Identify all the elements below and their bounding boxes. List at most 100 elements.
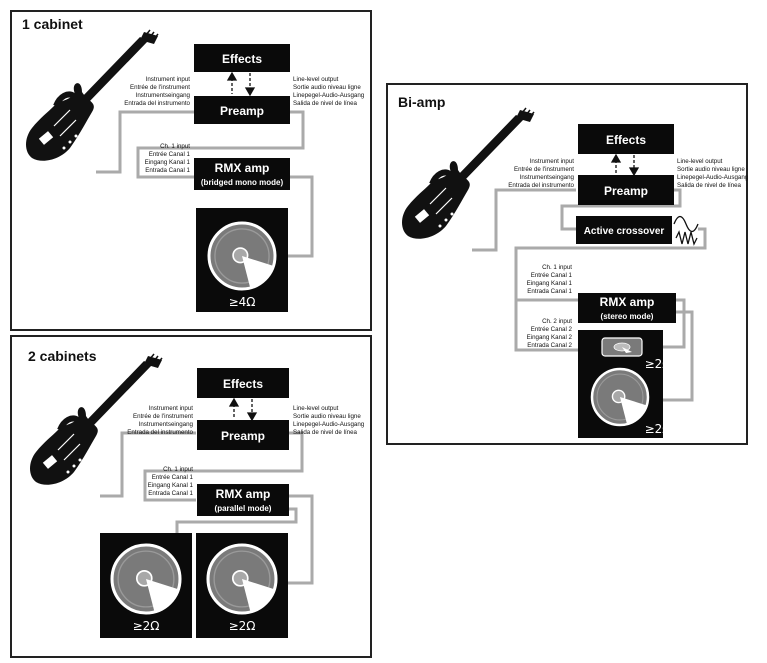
woofer-icon (112, 545, 180, 613)
impedance-label-left: ≥2Ω (133, 619, 160, 633)
svg-text:Eingang Kanal 1: Eingang Kanal 1 (527, 280, 573, 287)
panel-frame (10, 335, 372, 658)
svg-text:Entrée Canal 1: Entrée Canal 1 (152, 474, 194, 481)
woofer-icon (592, 369, 648, 425)
svg-text:Entrada Canal 1: Entrada Canal 1 (148, 490, 193, 497)
panel-frame (386, 83, 748, 445)
line-level-output-label: Line-level output Sortie audio niveau li… (677, 158, 749, 189)
amp-name: RMX amp (600, 295, 655, 309)
impedance-label-right: ≥2Ω (229, 619, 256, 633)
svg-text:Instrument input: Instrument input (149, 405, 194, 412)
svg-text:Ch. 1 input: Ch. 1 input (160, 143, 190, 150)
svg-text:Entrada del instrumento: Entrada del instrumento (124, 100, 190, 107)
svg-text:Line-level output: Line-level output (293, 405, 339, 412)
svg-text:Line-level output: Line-level output (293, 76, 339, 83)
svg-text:Sortie audio niveau ligne: Sortie audio niveau ligne (293, 413, 361, 420)
preamp-label: Preamp (604, 184, 648, 198)
crossover-label: Active crossover (584, 226, 665, 237)
svg-text:Entrada del instrumento: Entrada del instrumento (508, 182, 574, 189)
svg-text:Entrada Canal 2: Entrada Canal 2 (527, 342, 572, 349)
ch1-input-label: Ch. 1 input Entrée Canal 1 Eingang Kanal… (527, 264, 573, 295)
svg-text:Entrada Canal 1: Entrada Canal 1 (527, 288, 572, 295)
svg-text:Eingang Kanal 2: Eingang Kanal 2 (527, 334, 573, 341)
effects-box (197, 368, 289, 398)
svg-text:Instrumentseingang: Instrumentseingang (139, 421, 194, 428)
woofer-icon (209, 223, 275, 289)
effects-loop-arrows (228, 397, 258, 422)
svg-text:Linepegel-Audio-Ausgang: Linepegel-Audio-Ausgang (293, 92, 365, 99)
svg-text:Eingang Kanal 1: Eingang Kanal 1 (148, 482, 194, 489)
svg-text:Salida de nivel de línea: Salida de nivel de línea (293, 100, 358, 107)
instrument-input-label: Instrument input Entrée de l'instrument … (127, 405, 193, 436)
effects-loop-arrows (610, 153, 640, 177)
panel-title: Bi-amp (398, 94, 445, 110)
svg-text:Entrada Canal 1: Entrada Canal 1 (145, 167, 190, 174)
svg-text:Entrée Canal 2: Entrée Canal 2 (531, 326, 573, 333)
effects-loop-arrows (226, 71, 256, 97)
impedance-label-top: ≥2Ω (645, 357, 672, 371)
panel-bi-amp: Bi-amp Effects Preamp Instrument input E… (386, 83, 749, 445)
svg-text:Line-level output: Line-level output (677, 158, 723, 165)
svg-text:Entrée Canal 1: Entrée Canal 1 (149, 151, 191, 158)
rmx-amp-box (578, 293, 676, 323)
svg-text:Entrée de l'instrument: Entrée de l'instrument (130, 84, 190, 91)
preamp-box (197, 420, 289, 450)
effects-label: Effects (223, 377, 263, 391)
crossover-waveform-icon (673, 215, 699, 246)
cables (96, 110, 314, 258)
cables (100, 431, 314, 585)
rmx-amp-box (194, 158, 290, 190)
rmx-amp-box (197, 484, 289, 516)
preamp-box (194, 96, 290, 124)
amp-name: RMX amp (215, 161, 270, 175)
effects-box (194, 44, 290, 72)
preamp-box (578, 175, 674, 205)
svg-text:Entrée de l'instrument: Entrée de l'instrument (514, 166, 574, 173)
svg-text:Ch. 1 input: Ch. 1 input (542, 264, 572, 271)
woofer-icon (208, 545, 276, 613)
instrument-input-label: Instrument input Entrée de l'instrument … (124, 76, 190, 107)
active-crossover-box (576, 216, 672, 244)
cables (472, 188, 707, 402)
panel-title: 1 cabinet (22, 16, 83, 32)
svg-text:Eingang Kanal 1: Eingang Kanal 1 (145, 159, 191, 166)
preamp-label: Preamp (221, 429, 265, 443)
svg-text:Instrument input: Instrument input (146, 76, 191, 83)
line-level-output-label: Line-level output Sortie audio niveau li… (293, 405, 365, 436)
svg-text:Ch. 2 input: Ch. 2 input (542, 318, 572, 325)
svg-text:Sortie audio niveau ligne: Sortie audio niveau ligne (293, 84, 361, 91)
line-level-output-label: Line-level output Sortie audio niveau li… (293, 76, 365, 107)
amp-mode: (parallel mode) (215, 504, 272, 513)
panel-title: 2 cabinets (28, 348, 97, 364)
svg-text:Entrée Canal 1: Entrée Canal 1 (531, 272, 573, 279)
svg-text:Instrument input: Instrument input (530, 158, 575, 165)
svg-text:Instrumentseingang: Instrumentseingang (136, 92, 191, 99)
panel-frame (10, 10, 372, 331)
svg-text:Entrada del instrumento: Entrada del instrumento (127, 429, 193, 436)
panel-one-cabinet: 1 cabinet Effects Preamp Instrument inpu… (10, 10, 372, 331)
ch2-input-label: Ch. 2 input Entrée Canal 2 Eingang Kanal… (527, 318, 573, 349)
effects-label: Effects (222, 52, 262, 66)
svg-text:Sortie audio niveau ligne: Sortie audio niveau ligne (677, 166, 745, 173)
impedance-label-bottom: ≥2Ω (645, 422, 672, 436)
svg-text:Linepegel-Audio-Ausgang: Linepegel-Audio-Ausgang (293, 421, 365, 428)
amp-mode: (stereo mode) (601, 312, 654, 321)
bass-guitar-icon (402, 108, 534, 239)
svg-text:Ch. 1 input: Ch. 1 input (163, 466, 193, 473)
panel-two-cabinets: 2 cabinets Effects Preamp Instrument inp… (10, 335, 372, 658)
svg-text:Instrumentseingang: Instrumentseingang (520, 174, 575, 181)
svg-text:Entrée de l'instrument: Entrée de l'instrument (133, 413, 193, 420)
svg-text:Salida de nivel de línea: Salida de nivel de línea (293, 429, 358, 436)
ch1-input-label: Ch. 1 input Entrée Canal 1 Eingang Kanal… (145, 143, 191, 174)
preamp-label: Preamp (220, 104, 264, 118)
effects-label: Effects (606, 133, 646, 147)
ch1-input-label: Ch. 1 input Entrée Canal 1 Eingang Kanal… (148, 466, 194, 497)
instrument-input-label: Instrument input Entrée de l'instrument … (508, 158, 574, 189)
svg-text:Linepegel-Audio-Ausgang: Linepegel-Audio-Ausgang (677, 174, 749, 181)
amp-name: RMX amp (216, 487, 271, 501)
effects-box (578, 124, 674, 154)
tweeter-horn-icon (601, 337, 643, 357)
impedance-label: ≥4Ω (229, 295, 256, 309)
svg-text:Salida de nivel de línea: Salida de nivel de línea (677, 182, 742, 189)
